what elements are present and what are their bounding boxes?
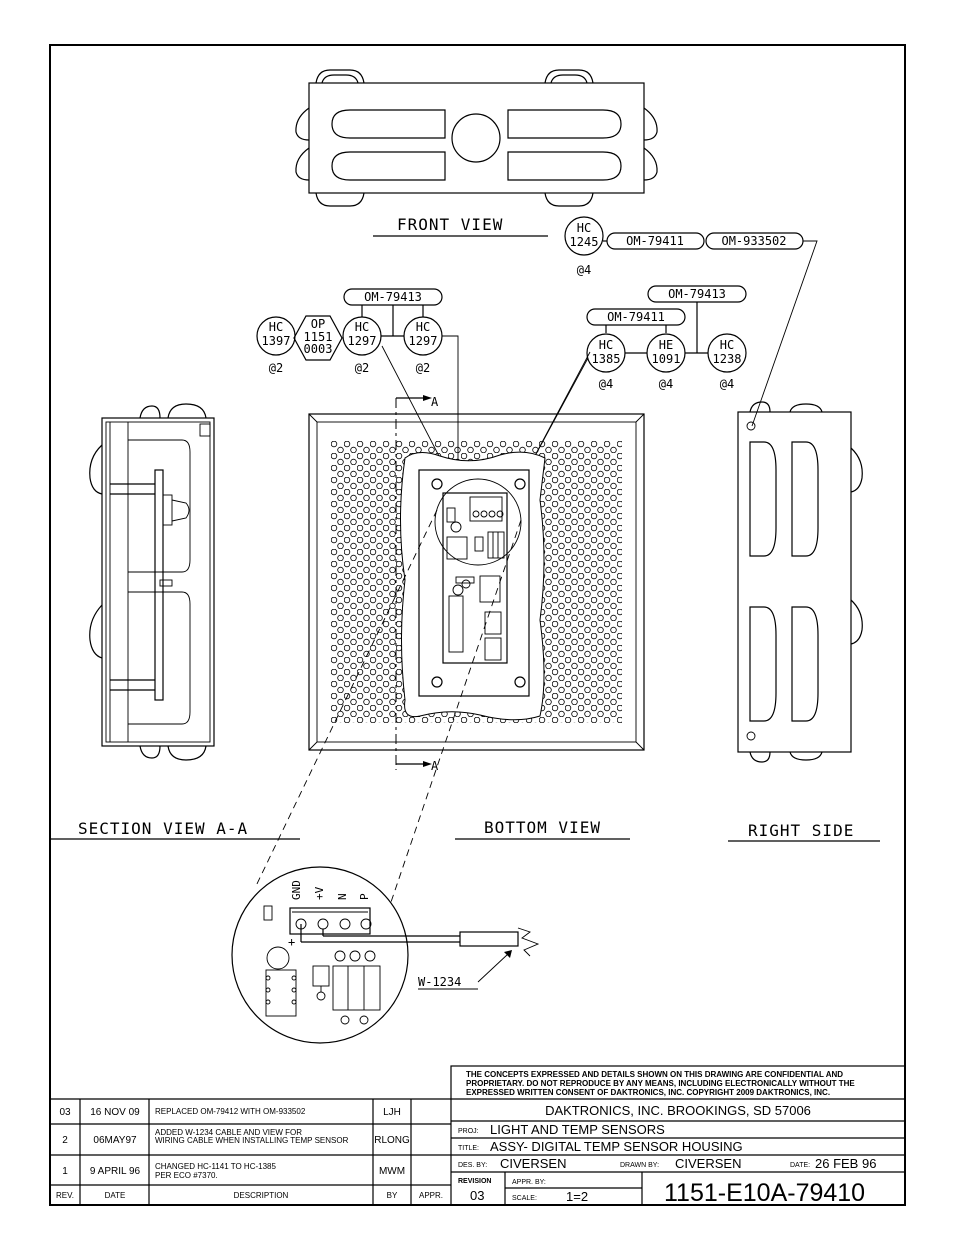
svg-text:@2: @2 xyxy=(355,361,369,375)
svg-text:HC: HC xyxy=(577,221,591,235)
svg-text:HE: HE xyxy=(659,338,673,352)
rev-cell: 1 xyxy=(62,1166,68,1177)
svg-text:HC: HC xyxy=(416,320,430,334)
rev-cell: 03 xyxy=(59,1107,71,1118)
svg-text:1238: 1238 xyxy=(713,352,742,366)
right-side-view xyxy=(737,401,863,763)
svg-text:@4: @4 xyxy=(599,377,613,391)
drawing-scale: 1=2 xyxy=(566,1189,588,1204)
svg-text:OM-79413: OM-79413 xyxy=(364,290,422,304)
section-view-label: SECTION VIEW A-A xyxy=(78,819,248,838)
title-label: TITLE: xyxy=(458,1145,479,1152)
pin-n-label: N xyxy=(336,893,349,900)
rev-desc-cell: WIRING CABLE WHEN INSTALLING TEMP SENSOR xyxy=(155,1136,349,1145)
section-marker-bottom: A xyxy=(431,759,439,773)
drawing-number: 1151-E10A-79410 xyxy=(664,1179,865,1207)
svg-text:1297: 1297 xyxy=(409,334,438,348)
svg-text:HC: HC xyxy=(355,320,369,334)
svg-text:1245: 1245 xyxy=(570,235,599,249)
pin-p-label: P xyxy=(358,893,371,900)
description-header: DESCRIPTION xyxy=(234,1191,289,1200)
rev-desc-cell: REPLACED OM-79412 WITH OM-933502 xyxy=(155,1107,306,1116)
svg-text:@4: @4 xyxy=(577,263,591,277)
front-view xyxy=(295,69,658,207)
callout-group-hc1245: HC 1245 OM-79411 OM-933502 @4 xyxy=(564,216,818,427)
des-label: DES. BY: xyxy=(458,1162,487,1169)
rev-by-cell: RLONG xyxy=(374,1135,410,1146)
rev-desc-cell: CHANGED HC-1141 TO HC-1385 xyxy=(155,1162,276,1171)
section-marker-top: A xyxy=(431,395,439,409)
right-side-label: RIGHT SIDE xyxy=(748,821,854,840)
drawing-date: 26 FEB 96 xyxy=(815,1156,876,1171)
svg-text:@2: @2 xyxy=(416,361,430,375)
scale-label: SCALE: xyxy=(512,1195,537,1202)
rev-desc-cell: ADDED W-1234 CABLE AND VIEW FOR xyxy=(155,1128,302,1137)
callout-group-hc1397: OM-79413 HC 1397 OP 1151 0003 HC 1297 HC… xyxy=(256,288,468,511)
svg-text:1151: 1151 xyxy=(304,330,333,344)
svg-text:HC: HC xyxy=(720,338,734,352)
svg-text:OP: OP xyxy=(311,317,325,331)
svg-text:1385: 1385 xyxy=(592,352,621,366)
rev-desc-cell: PER ECO #7370. xyxy=(155,1171,218,1180)
designer-name: CIVERSEN xyxy=(500,1156,566,1171)
proj-label: PROJ: xyxy=(458,1128,479,1135)
svg-text:@2: @2 xyxy=(269,361,283,375)
revision-number: 03 xyxy=(470,1188,484,1203)
rev-date-cell: 9 APRIL 96 xyxy=(90,1166,141,1177)
rev-date-cell: 06MAY97 xyxy=(93,1135,137,1146)
appr-header: APPR. xyxy=(419,1191,443,1200)
svg-text:OM-79411: OM-79411 xyxy=(607,310,665,324)
notice-line-2: PROPRIETARY. DO NOT REPRODUCE BY ANY MEA… xyxy=(466,1079,855,1088)
notice-line-1: THE CONCEPTS EXPRESSED AND DETAILS SHOWN… xyxy=(466,1070,843,1079)
drawn-label: DRAWN BY: xyxy=(620,1162,659,1169)
cable-label: W-1234 xyxy=(418,975,461,989)
svg-text:1397: 1397 xyxy=(262,334,291,348)
date-header: DATE xyxy=(105,1191,126,1200)
project-name: LIGHT AND TEMP SENSORS xyxy=(490,1122,665,1137)
svg-text:HC: HC xyxy=(269,320,283,334)
pin-v-label: +V xyxy=(313,886,326,900)
svg-text:HC: HC xyxy=(599,338,613,352)
bottom-view-label: BOTTOM VIEW xyxy=(484,818,601,837)
svg-text:1091: 1091 xyxy=(652,352,681,366)
rev-header: REV. xyxy=(56,1191,74,1200)
company-name: DAKTRONICS, INC. BROOKINGS, SD 57006 xyxy=(545,1103,811,1118)
front-view-label: FRONT VIEW xyxy=(397,215,503,234)
drawing-title: ASSY- DIGITAL TEMP SENSOR HOUSING xyxy=(490,1139,743,1154)
by-header: BY xyxy=(387,1191,398,1200)
revision-label: REVISION xyxy=(458,1178,491,1185)
drafter-name: CIVERSEN xyxy=(675,1156,741,1171)
svg-text:OM-933502: OM-933502 xyxy=(721,234,786,248)
title-block xyxy=(450,1065,906,1206)
bottom-view xyxy=(308,413,645,751)
svg-text:0003: 0003 xyxy=(304,342,333,356)
rev-cell: 2 xyxy=(62,1135,68,1146)
rev-by-cell: LJH xyxy=(383,1107,401,1118)
revision-table xyxy=(50,1098,451,1205)
detail-view xyxy=(231,866,540,1044)
section-view xyxy=(89,403,215,761)
rev-by-cell: MWM xyxy=(379,1166,405,1177)
appr-label: APPR. BY: xyxy=(512,1179,546,1186)
pin-gnd-label: GND xyxy=(290,880,303,900)
notice-line-3: EXPRESSED WRITTEN CONSENT OF DAKTRONICS,… xyxy=(466,1088,830,1097)
svg-text:@4: @4 xyxy=(720,377,734,391)
date-label: DATE: xyxy=(790,1162,810,1169)
svg-text:@4: @4 xyxy=(659,377,673,391)
svg-text:1297: 1297 xyxy=(348,334,377,348)
rev-date-cell: 16 NOV 09 xyxy=(90,1107,140,1118)
plus-label: + xyxy=(288,935,295,949)
svg-text:OM-79413: OM-79413 xyxy=(668,287,726,301)
svg-text:OM-79411: OM-79411 xyxy=(626,234,684,248)
